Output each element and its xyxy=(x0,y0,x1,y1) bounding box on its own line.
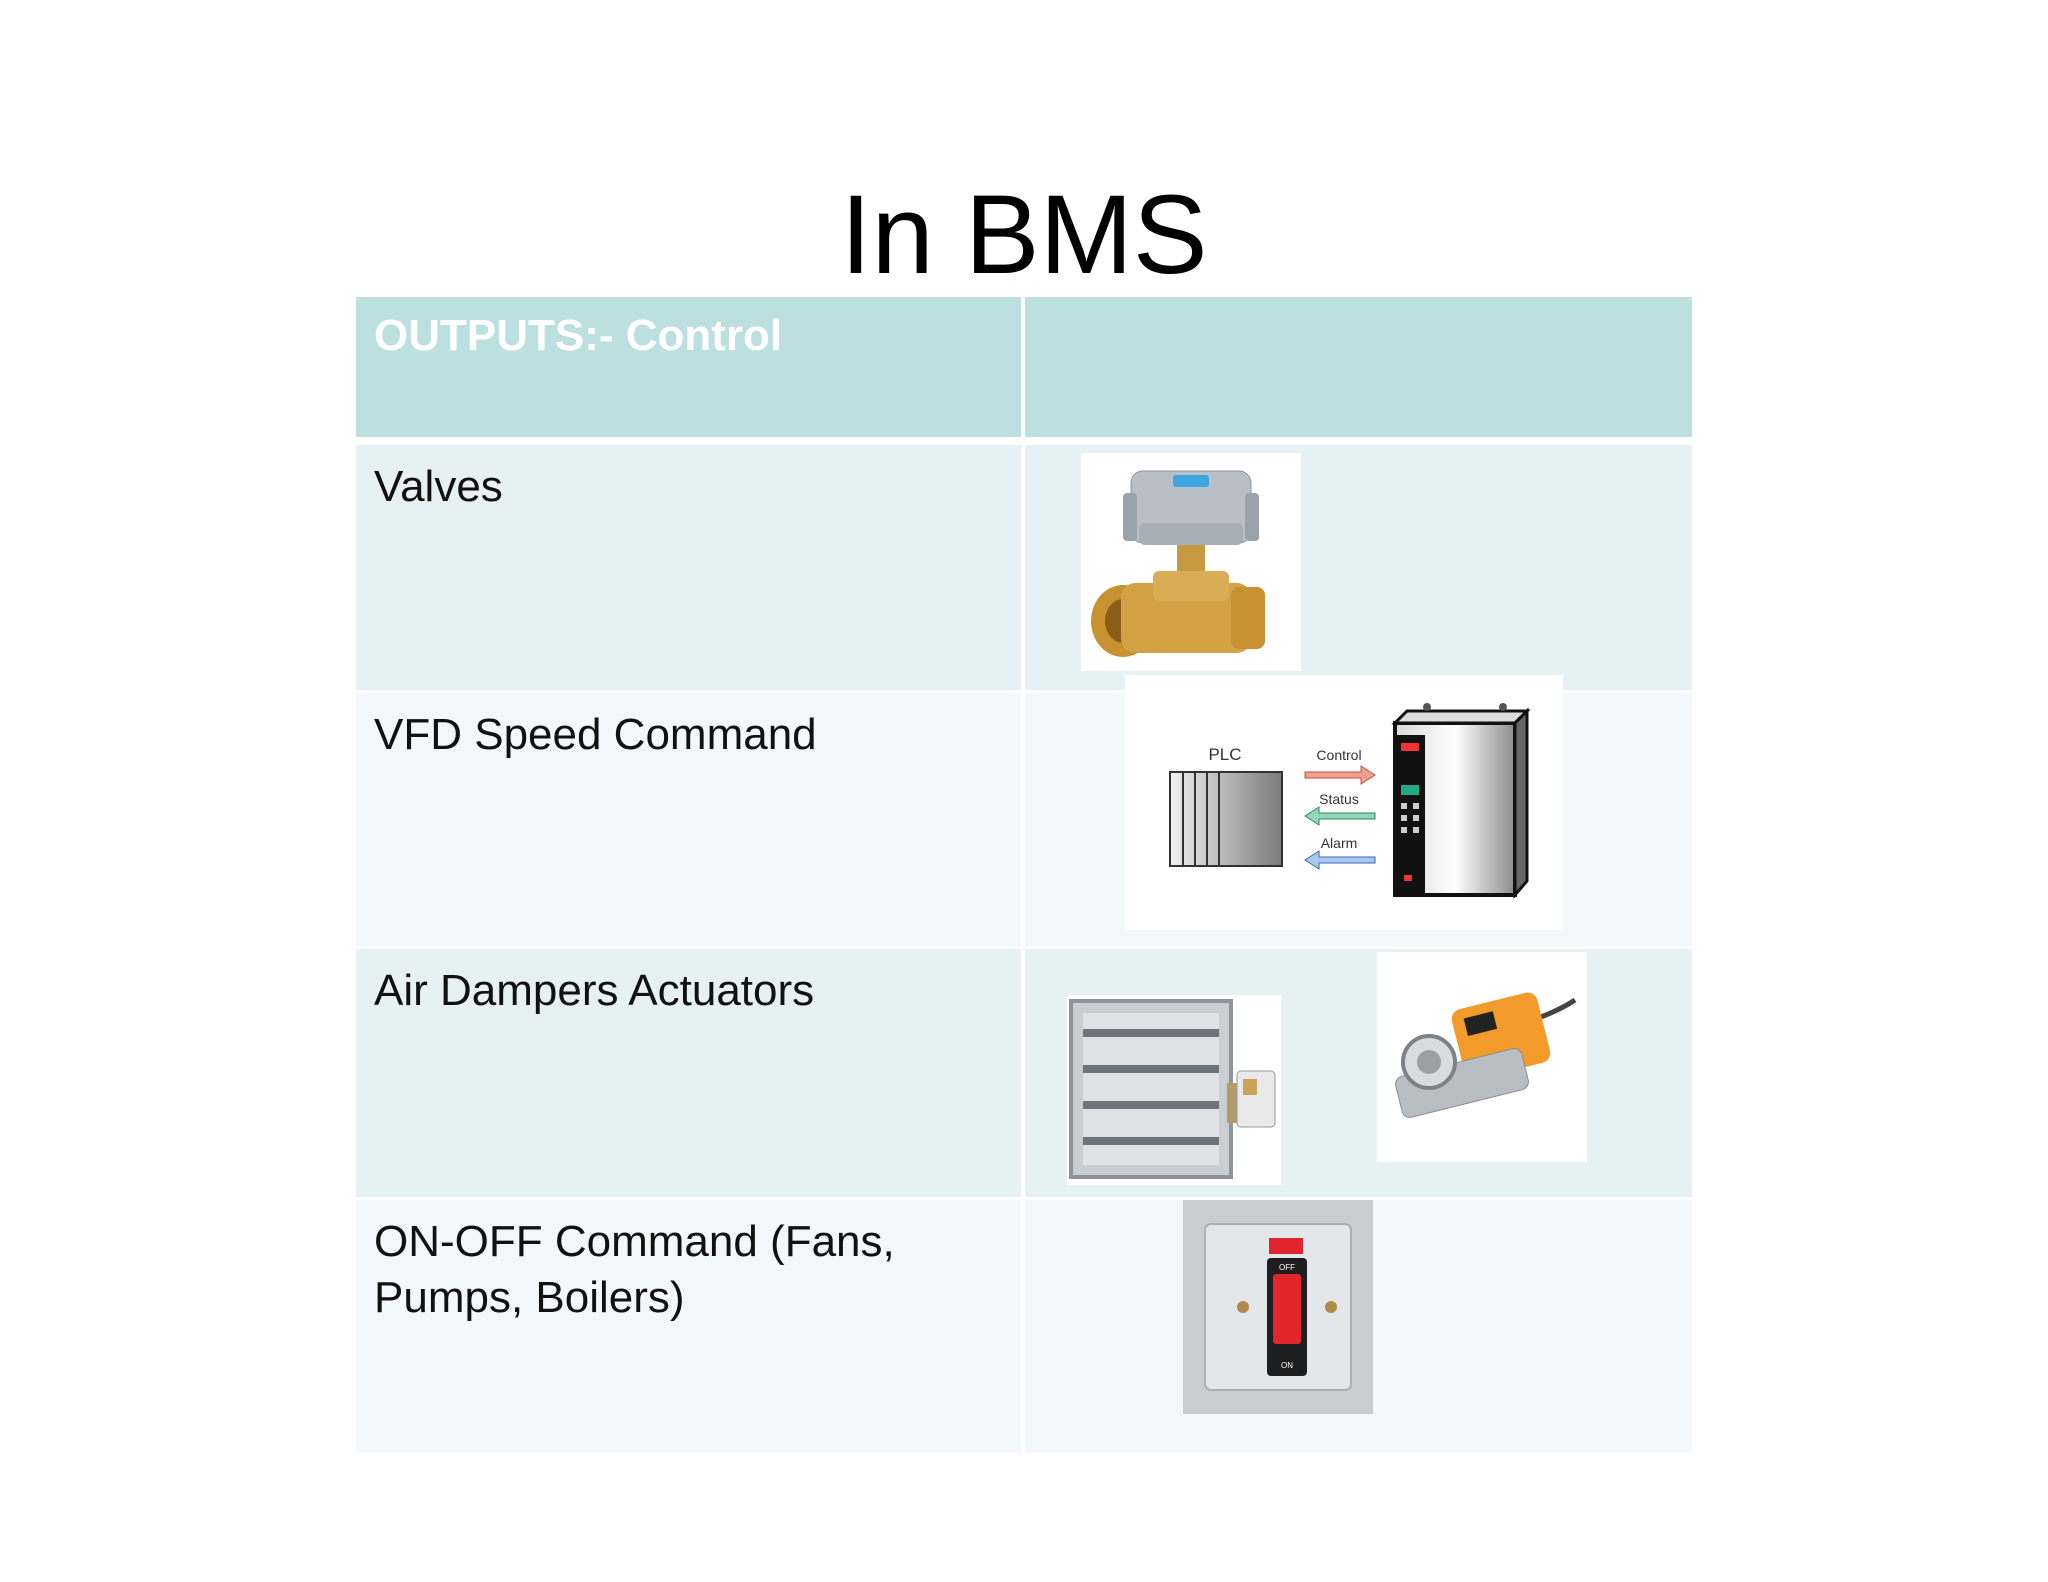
header-cell-images xyxy=(1025,297,1692,437)
switch-on-label: ON xyxy=(1281,1361,1293,1370)
control-label: Control xyxy=(1316,747,1361,763)
page-title: In BMS xyxy=(840,172,1208,297)
row-label-vfd: VFD Speed Command xyxy=(374,710,817,759)
table-row: Air Dampers Actuators xyxy=(356,949,1692,1197)
row-label-on-off: ON-OFF Command (Fans, Pumps, Boilers) xyxy=(374,1217,895,1322)
row-label-valves: Valves xyxy=(374,462,503,511)
damper-actuator-image xyxy=(1377,952,1587,1162)
on-off-switch-image: OFF ON xyxy=(1183,1200,1373,1414)
header-label: OUTPUTS:- Control xyxy=(374,311,783,360)
table-row: Valves xyxy=(356,445,1692,690)
motorized-ball-valve-image xyxy=(1081,453,1301,671)
switch-off-label: OFF xyxy=(1279,1263,1295,1272)
plc-vfd-diagram-image: PLC Control Status Alarm xyxy=(1125,675,1563,930)
alarm-label: Alarm xyxy=(1321,835,1358,851)
air-damper-image xyxy=(1067,995,1281,1185)
table-header-row: OUTPUTS:- Control xyxy=(356,297,1692,437)
plc-label: PLC xyxy=(1208,745,1241,764)
table-row: ON-OFF Command (Fans, Pumps, Boilers) OF… xyxy=(356,1200,1692,1453)
status-label: Status xyxy=(1319,791,1359,807)
row-label-air-dampers: Air Dampers Actuators xyxy=(374,966,815,1015)
header-cell-outputs: OUTPUTS:- Control xyxy=(356,297,1021,437)
